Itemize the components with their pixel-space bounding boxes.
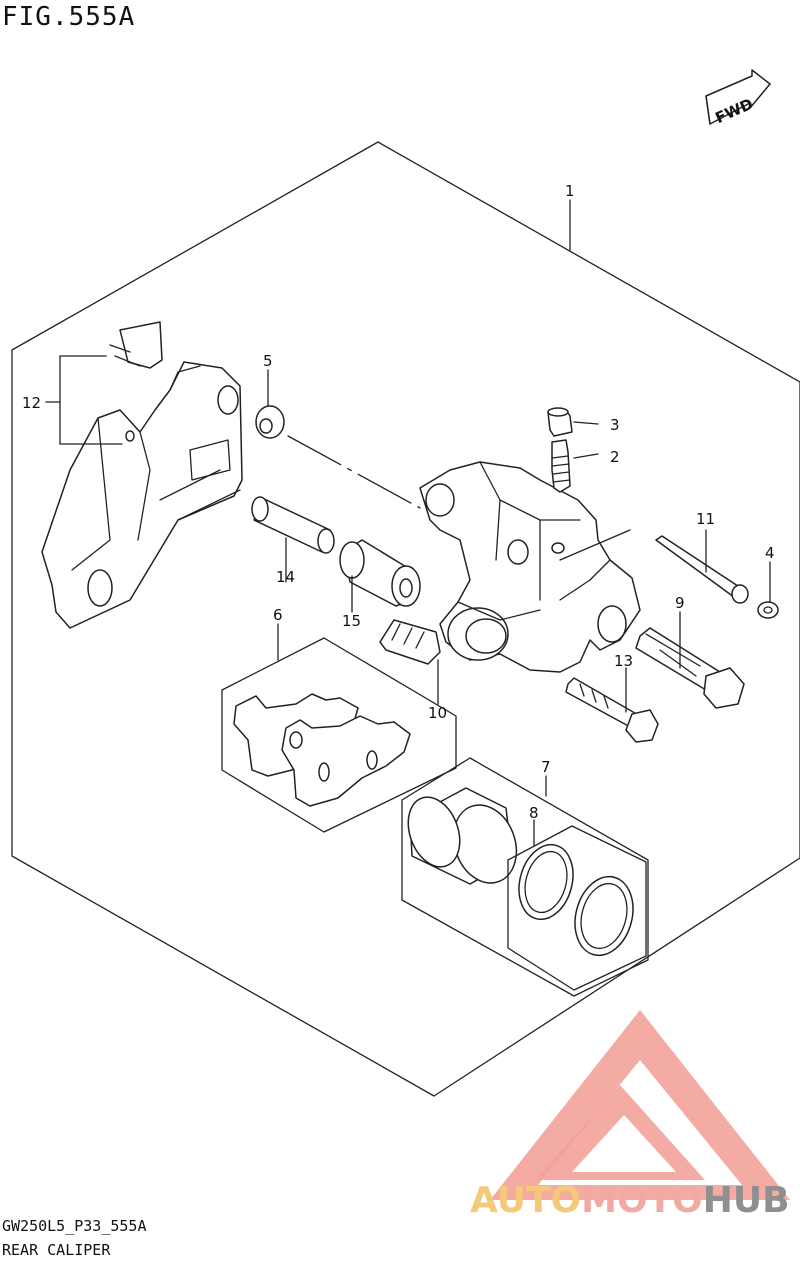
caliper-pin (655, 535, 749, 604)
callout-7: 7 (541, 758, 551, 776)
figure-name: REAR CALIPER (2, 1241, 111, 1259)
caliper-piston (407, 787, 518, 885)
callout-5: 5 (263, 352, 273, 370)
automotohub-logo: AUTOMOTOHUB (470, 1010, 790, 1221)
caliper-bolt (635, 627, 745, 709)
fwd-direction-badge: FWD (705, 69, 771, 127)
bracket-bolt (565, 677, 659, 743)
caliper-body (419, 461, 641, 673)
callout-2: 2 (610, 448, 620, 466)
piston-kit-boundary (401, 757, 649, 997)
brake-pad-front (281, 715, 411, 807)
pad-set-boundary (221, 637, 457, 833)
callout-3: 3 (610, 416, 620, 434)
callout-13: 13 (614, 652, 633, 670)
piston-seal-dust (518, 843, 574, 921)
leader-lines (45, 199, 771, 847)
callout-9: 9 (675, 594, 685, 612)
callout-10: 10 (428, 704, 447, 722)
watermark-brand: AUTOMOTOHUB (470, 1180, 790, 1221)
watermark-moto: MOTO (581, 1180, 703, 1221)
assembly-boundary (11, 141, 800, 1097)
callout-11: 11 (696, 510, 715, 528)
bleeder-cap (547, 407, 573, 437)
figure-title: FIG.555A (2, 2, 136, 32)
callout-8: 8 (529, 804, 539, 822)
bleeder-valve (551, 439, 571, 493)
callout-15: 15 (342, 612, 361, 630)
watermark-auto: AUTO (470, 1180, 581, 1221)
slide-sleeve (251, 496, 335, 554)
callouts: 1 2 3 4 5 6 7 8 9 10 11 12 13 14 15 (22, 182, 775, 822)
assembly-axis-line (287, 435, 421, 509)
pin-plug (757, 601, 779, 619)
watermark-hub: HUB (703, 1180, 790, 1221)
caliper-bracket (41, 321, 243, 629)
callout-4: 4 (765, 544, 775, 562)
callout-12: 12 (22, 394, 41, 412)
pin-boot (255, 405, 285, 439)
callout-14: 14 (276, 568, 295, 586)
piston-seal (574, 875, 634, 957)
callout-1: 1 (565, 182, 575, 200)
figure-code: GW250L5_P33_555A (2, 1217, 147, 1235)
seal-set-boundary (507, 825, 647, 991)
callout-6: 6 (273, 606, 283, 624)
guide-pin-boot (339, 539, 421, 607)
pad-spring (379, 619, 441, 665)
